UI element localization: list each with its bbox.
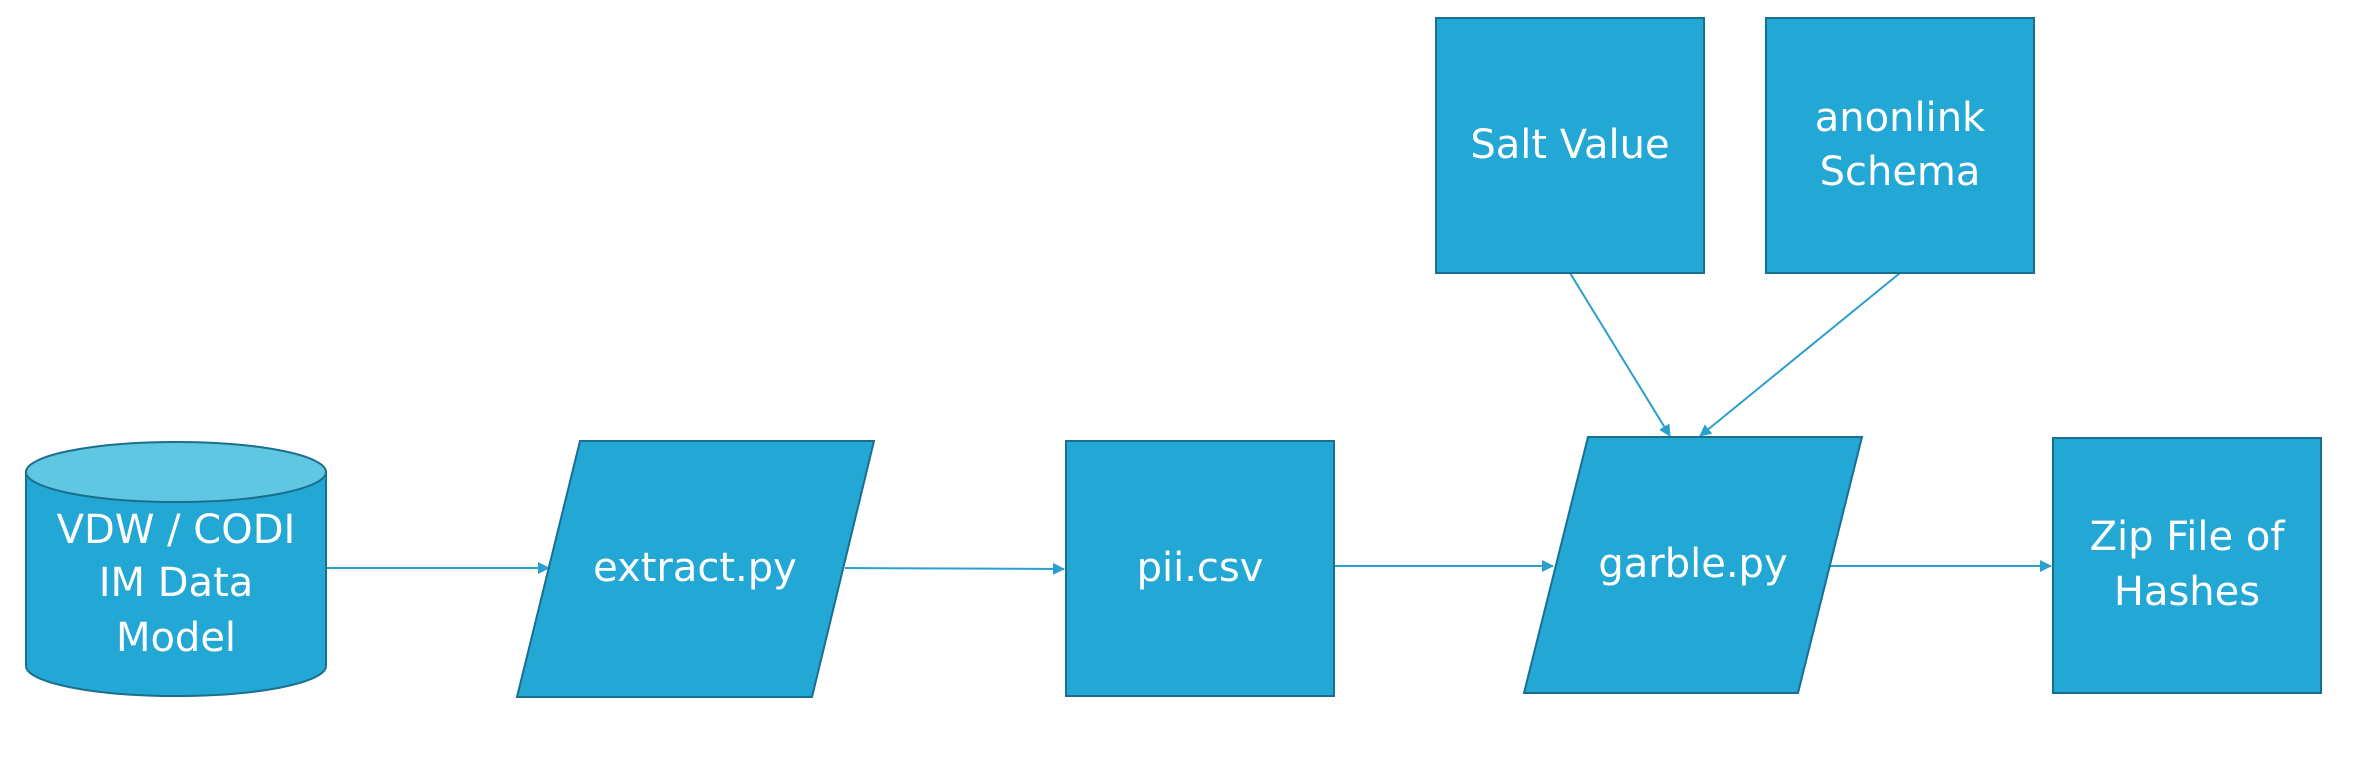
garble-label: garble.py bbox=[1598, 541, 1787, 587]
edge-salt-to-garble bbox=[1569, 272, 1671, 437]
schema-label-line-2: Schema bbox=[1820, 149, 1981, 195]
vdw-codi-data-model-node: VDW / CODI IM Data Model bbox=[25, 441, 327, 697]
pii-rectangle bbox=[1065, 440, 1335, 697]
salt-label: Salt Value bbox=[1470, 122, 1669, 168]
schema-rectangle bbox=[1765, 17, 2035, 274]
zip-file-node: Zip File of Hashes bbox=[2052, 437, 2322, 694]
schema-label-line-1: anonlink bbox=[1815, 95, 1986, 141]
vdw-cylinder-top bbox=[25, 441, 327, 503]
vdw-label-line-3: Model bbox=[116, 615, 236, 661]
zip-label-line-2: Hashes bbox=[2114, 569, 2260, 615]
garble-py-node: garble.py bbox=[1522, 436, 1864, 694]
extract-py-node: extract.py bbox=[515, 440, 876, 698]
edge-extract-to-pii bbox=[844, 562, 1065, 575]
pii-csv-node: pii.csv bbox=[1065, 440, 1335, 697]
anonlink-schema-node: anonlink Schema bbox=[1765, 17, 2035, 274]
zip-rectangle bbox=[2052, 437, 2322, 694]
extract-label: extract.py bbox=[593, 545, 797, 591]
extract-parallelogram bbox=[515, 440, 876, 698]
zip-label-line-1: Zip File of bbox=[2090, 514, 2286, 560]
salt-value-node: Salt Value bbox=[1435, 17, 1705, 274]
vdw-label-line-1: VDW / CODI bbox=[57, 507, 296, 553]
vdw-cylinder-body bbox=[25, 471, 327, 697]
pii-label: pii.csv bbox=[1137, 545, 1264, 591]
salt-rectangle bbox=[1435, 17, 1705, 274]
edge-schema-to-garble bbox=[1699, 272, 1901, 437]
garble-parallelogram bbox=[1522, 436, 1864, 694]
vdw-label-line-2: IM Data bbox=[99, 560, 254, 606]
